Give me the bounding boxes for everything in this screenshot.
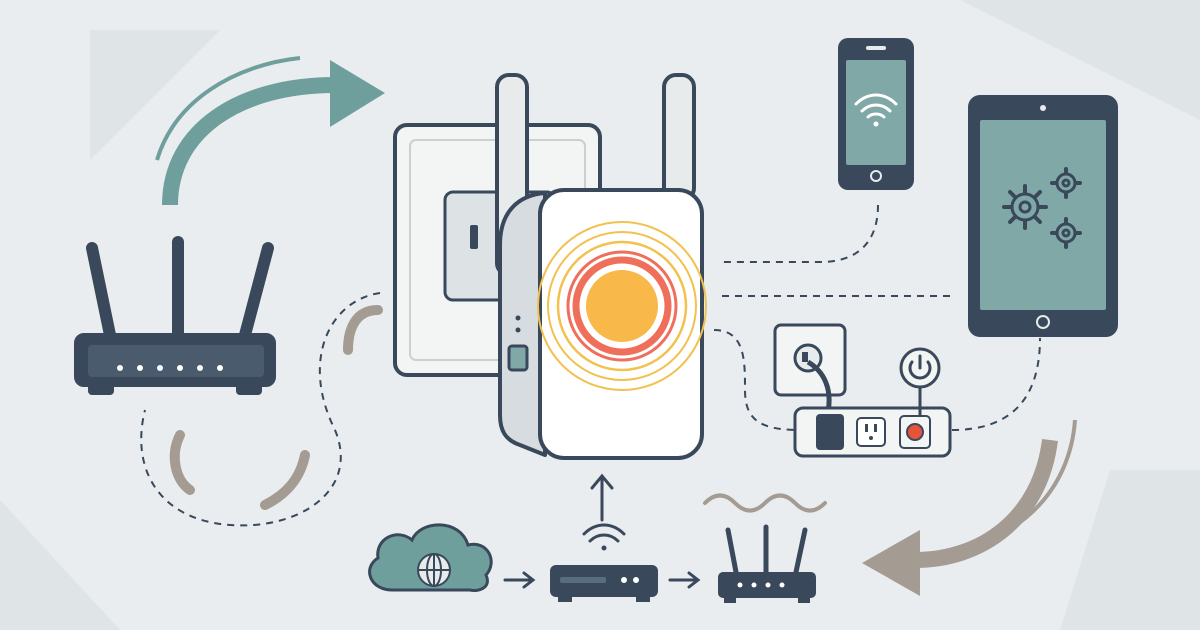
dashed-connections: [140, 204, 1041, 527]
arrow-top-left: [162, 77, 336, 206]
arc-right-taupe: [260, 450, 310, 510]
plug-icon: [773, 323, 847, 413]
gear-icon: [1050, 217, 1082, 249]
power-button-icon: [899, 347, 941, 389]
wavy-line-icon: [703, 493, 827, 513]
tablet-icon: [968, 95, 1118, 337]
dash-phone-link: [722, 204, 879, 263]
arc-outlet-taupe: [343, 305, 383, 355]
dash-router-loop: [140, 292, 381, 527]
gear-icon: [1050, 167, 1082, 199]
gear-icon: [1002, 184, 1048, 230]
router-icon: [74, 236, 276, 395]
dash-strip-tablet: [951, 337, 1041, 431]
signal-waves-icon: [537, 221, 707, 391]
smartphone-icon: [838, 38, 914, 190]
arrow-icon: [668, 571, 701, 589]
arrow-bottom-right: [914, 438, 1058, 568]
globe-icon: [417, 553, 451, 587]
power-strip-icon: [793, 347, 952, 458]
arrow-icon: [503, 571, 536, 589]
cloud-icon: [368, 523, 493, 592]
wifi-icon: [582, 523, 626, 551]
curved-arrows: [155, 56, 1077, 596]
small-router-icon: [718, 524, 816, 603]
arc-left-taupe: [169, 430, 195, 495]
modem-icon: [550, 523, 658, 602]
arrow-icon: [590, 473, 614, 522]
wifi-icon: [854, 93, 898, 127]
